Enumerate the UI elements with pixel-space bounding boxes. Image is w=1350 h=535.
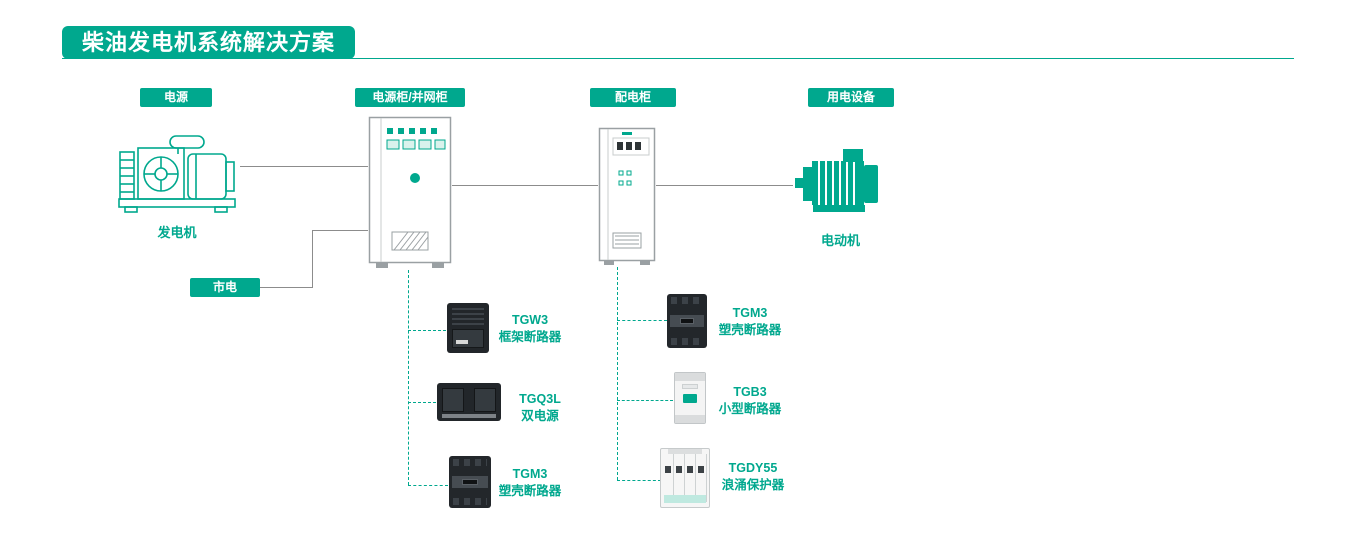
connector-mains-vertical	[312, 230, 313, 288]
dashed-branch-tgdy55	[617, 480, 661, 481]
tgm3-terminals-top	[671, 297, 703, 304]
badge-power-source: 电源	[140, 88, 212, 107]
tgq3l-product-label: TGQ3L 双电源	[505, 391, 575, 425]
tgb3-top-cap	[675, 373, 705, 381]
tgm3-left-name: TGM3	[512, 467, 548, 481]
tgb3-label-window	[681, 384, 699, 389]
tgm3-left-desc: 塑壳断路器	[498, 484, 562, 498]
dashed-branch-tgw3	[408, 330, 446, 331]
connector-mains-horizontal	[260, 287, 313, 288]
power-cabinet-icon	[368, 116, 452, 270]
tgm3-toggle	[462, 478, 478, 486]
tgq3l-left-breaker	[442, 388, 464, 412]
tgdy55-status-windows	[665, 466, 705, 474]
tgm3-left-product-image	[449, 456, 491, 508]
connector-generator-to-power-cabinet	[240, 166, 368, 167]
tgq3l-name: TGQ3L	[519, 392, 561, 406]
dashed-trunk-power-cabinet	[408, 270, 409, 485]
dashed-trunk-distribution	[617, 267, 618, 480]
tgw3-desc: 框架断路器	[498, 330, 562, 344]
header-divider	[62, 58, 1294, 59]
distribution-cabinet-icon	[598, 127, 656, 267]
tgdy55-name: TGDY55	[728, 461, 778, 475]
dashed-branch-tgq3l	[408, 402, 436, 403]
tgb3-bottom-cap	[675, 415, 705, 423]
tgm3-left-product-label: TGM3 塑壳断路器	[492, 466, 568, 500]
tgdy55-modules	[663, 454, 707, 502]
badge-electric-equipment: 用电设备	[808, 88, 894, 107]
dashed-branch-tgm3-left	[408, 485, 448, 486]
tgdy55-product-image	[660, 448, 710, 508]
tgw3-product-label: TGW3 框架断路器	[492, 312, 568, 346]
badge-distribution-cabinet: 配电柜	[590, 88, 676, 107]
tgdy55-base-strip	[664, 495, 706, 503]
page-title: 柴油发电机系统解决方案	[62, 26, 356, 59]
tgm3-right-desc: 塑壳断路器	[718, 323, 782, 337]
tgq3l-desc: 双电源	[521, 409, 559, 423]
tgm3-right-product-label: TGM3 塑壳断路器	[712, 305, 788, 339]
connector-distribution-to-motor	[656, 185, 793, 186]
tgb3-product-label: TGB3 小型断路器	[712, 384, 788, 418]
tgq3l-base-strip	[442, 414, 496, 418]
generator-label: 发电机	[157, 225, 197, 240]
connector-mains-to-power-cabinet	[312, 230, 368, 231]
tgdy55-top-cap	[667, 449, 703, 454]
badge-mains-power: 市电	[190, 278, 260, 297]
tgb3-toggle	[683, 394, 697, 403]
dashed-branch-tgb3	[617, 400, 673, 401]
generator-icon	[112, 118, 242, 218]
tgb3-name: TGB3	[733, 385, 767, 399]
tgm3-terminals-bottom	[453, 498, 487, 505]
motor-label: 电动机	[820, 233, 860, 248]
tgb3-product-image	[674, 372, 706, 424]
tgw3-front-panel	[452, 329, 484, 348]
tgw3-label-tag	[456, 340, 468, 344]
tgm3-right-product-image	[667, 294, 707, 348]
motor-icon	[793, 145, 888, 220]
tgm3-terminals-bottom	[671, 338, 703, 345]
badge-power-cabinet: 电源柜/并网柜	[355, 88, 465, 107]
tgm3-toggle	[679, 317, 695, 325]
tgm3-terminals-top	[453, 459, 487, 466]
tgw3-name: TGW3	[511, 313, 549, 327]
connector-power-cabinet-to-distribution	[452, 185, 598, 186]
tgw3-louvers	[452, 308, 484, 325]
tgdy55-product-label: TGDY55 浪涌保护器	[714, 460, 792, 494]
tgm3-right-name: TGM3	[732, 306, 768, 320]
tgq3l-product-image	[437, 383, 501, 421]
tgdy55-desc: 浪涌保护器	[721, 478, 785, 492]
tgq3l-right-breaker	[474, 388, 496, 412]
tgb3-desc: 小型断路器	[718, 402, 782, 416]
tgw3-product-image	[447, 303, 489, 353]
dashed-branch-tgm3-right	[617, 320, 667, 321]
